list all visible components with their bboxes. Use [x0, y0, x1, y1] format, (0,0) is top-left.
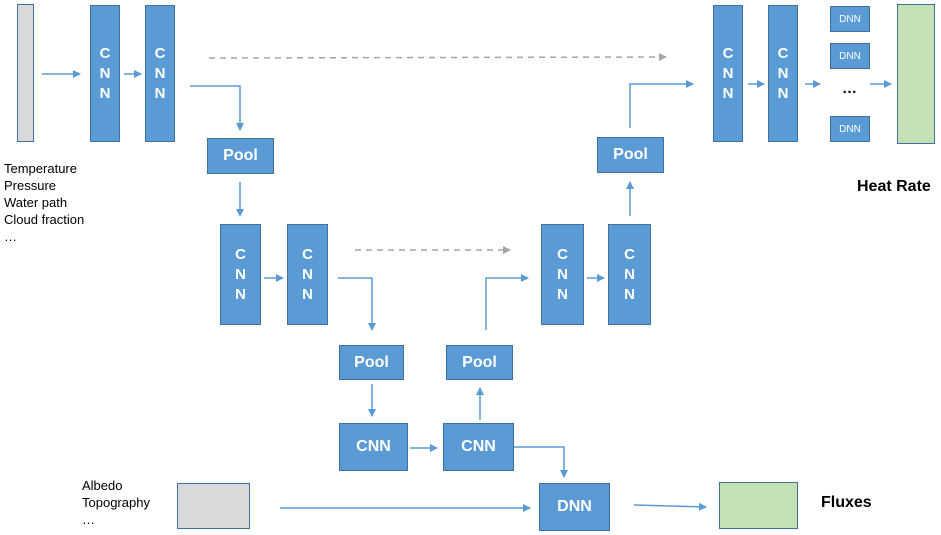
dnn-small-3: DNN [830, 116, 870, 142]
fluxes-output-box [719, 482, 798, 529]
pool-dec2: Pool [446, 345, 513, 380]
heat-rate-label: Heat Rate [857, 178, 931, 195]
cnn-bottleneck-1: CNN [339, 423, 408, 471]
dnn-flux: DNN [539, 483, 610, 531]
fluxes-label: Fluxes [821, 494, 872, 511]
surface-var-ellipsis: … [82, 512, 95, 527]
dnn-small-2: DNN [830, 43, 870, 69]
arrow-pool-up-to-cnn [485, 274, 529, 330]
surface-var-albedo: Albedo [82, 478, 123, 493]
input-var-cloud-fraction: Cloud fraction [4, 212, 85, 227]
heat-rate-output-box [897, 4, 935, 144]
surface-input-box [177, 483, 250, 529]
input-var-ellipsis: … [4, 229, 17, 244]
dnn-small-1: DNN [830, 6, 870, 32]
arrow-dnn-to-fluxes [633, 502, 707, 511]
pool-enc1: Pool [207, 138, 274, 174]
input-var-pressure: Pressure [4, 178, 57, 193]
input-var-temperature: Temperature [4, 161, 77, 176]
column-input-box [17, 4, 34, 142]
dnn-ellipsis: … [842, 80, 857, 97]
skip-connection-level1 [208, 53, 667, 62]
input-variables-list: Temperature Pressure Water path Cloud fr… [4, 160, 84, 245]
input-var-water-path: Water path [4, 195, 68, 210]
arrow-cnn2b-to-pool2 [338, 277, 376, 331]
pool-enc2: Pool [339, 345, 404, 380]
arrow-cnn1b-to-pool [190, 85, 244, 131]
surface-var-topography: Topography [82, 495, 150, 510]
arrow-cnn-to-dnn [514, 446, 568, 478]
arrow-pool-to-dec1a [629, 80, 694, 128]
surface-variables-list: Albedo Topography … [82, 477, 150, 528]
pool-dec1: Pool [597, 137, 664, 173]
cnn-bottleneck-2: CNN [443, 423, 514, 471]
